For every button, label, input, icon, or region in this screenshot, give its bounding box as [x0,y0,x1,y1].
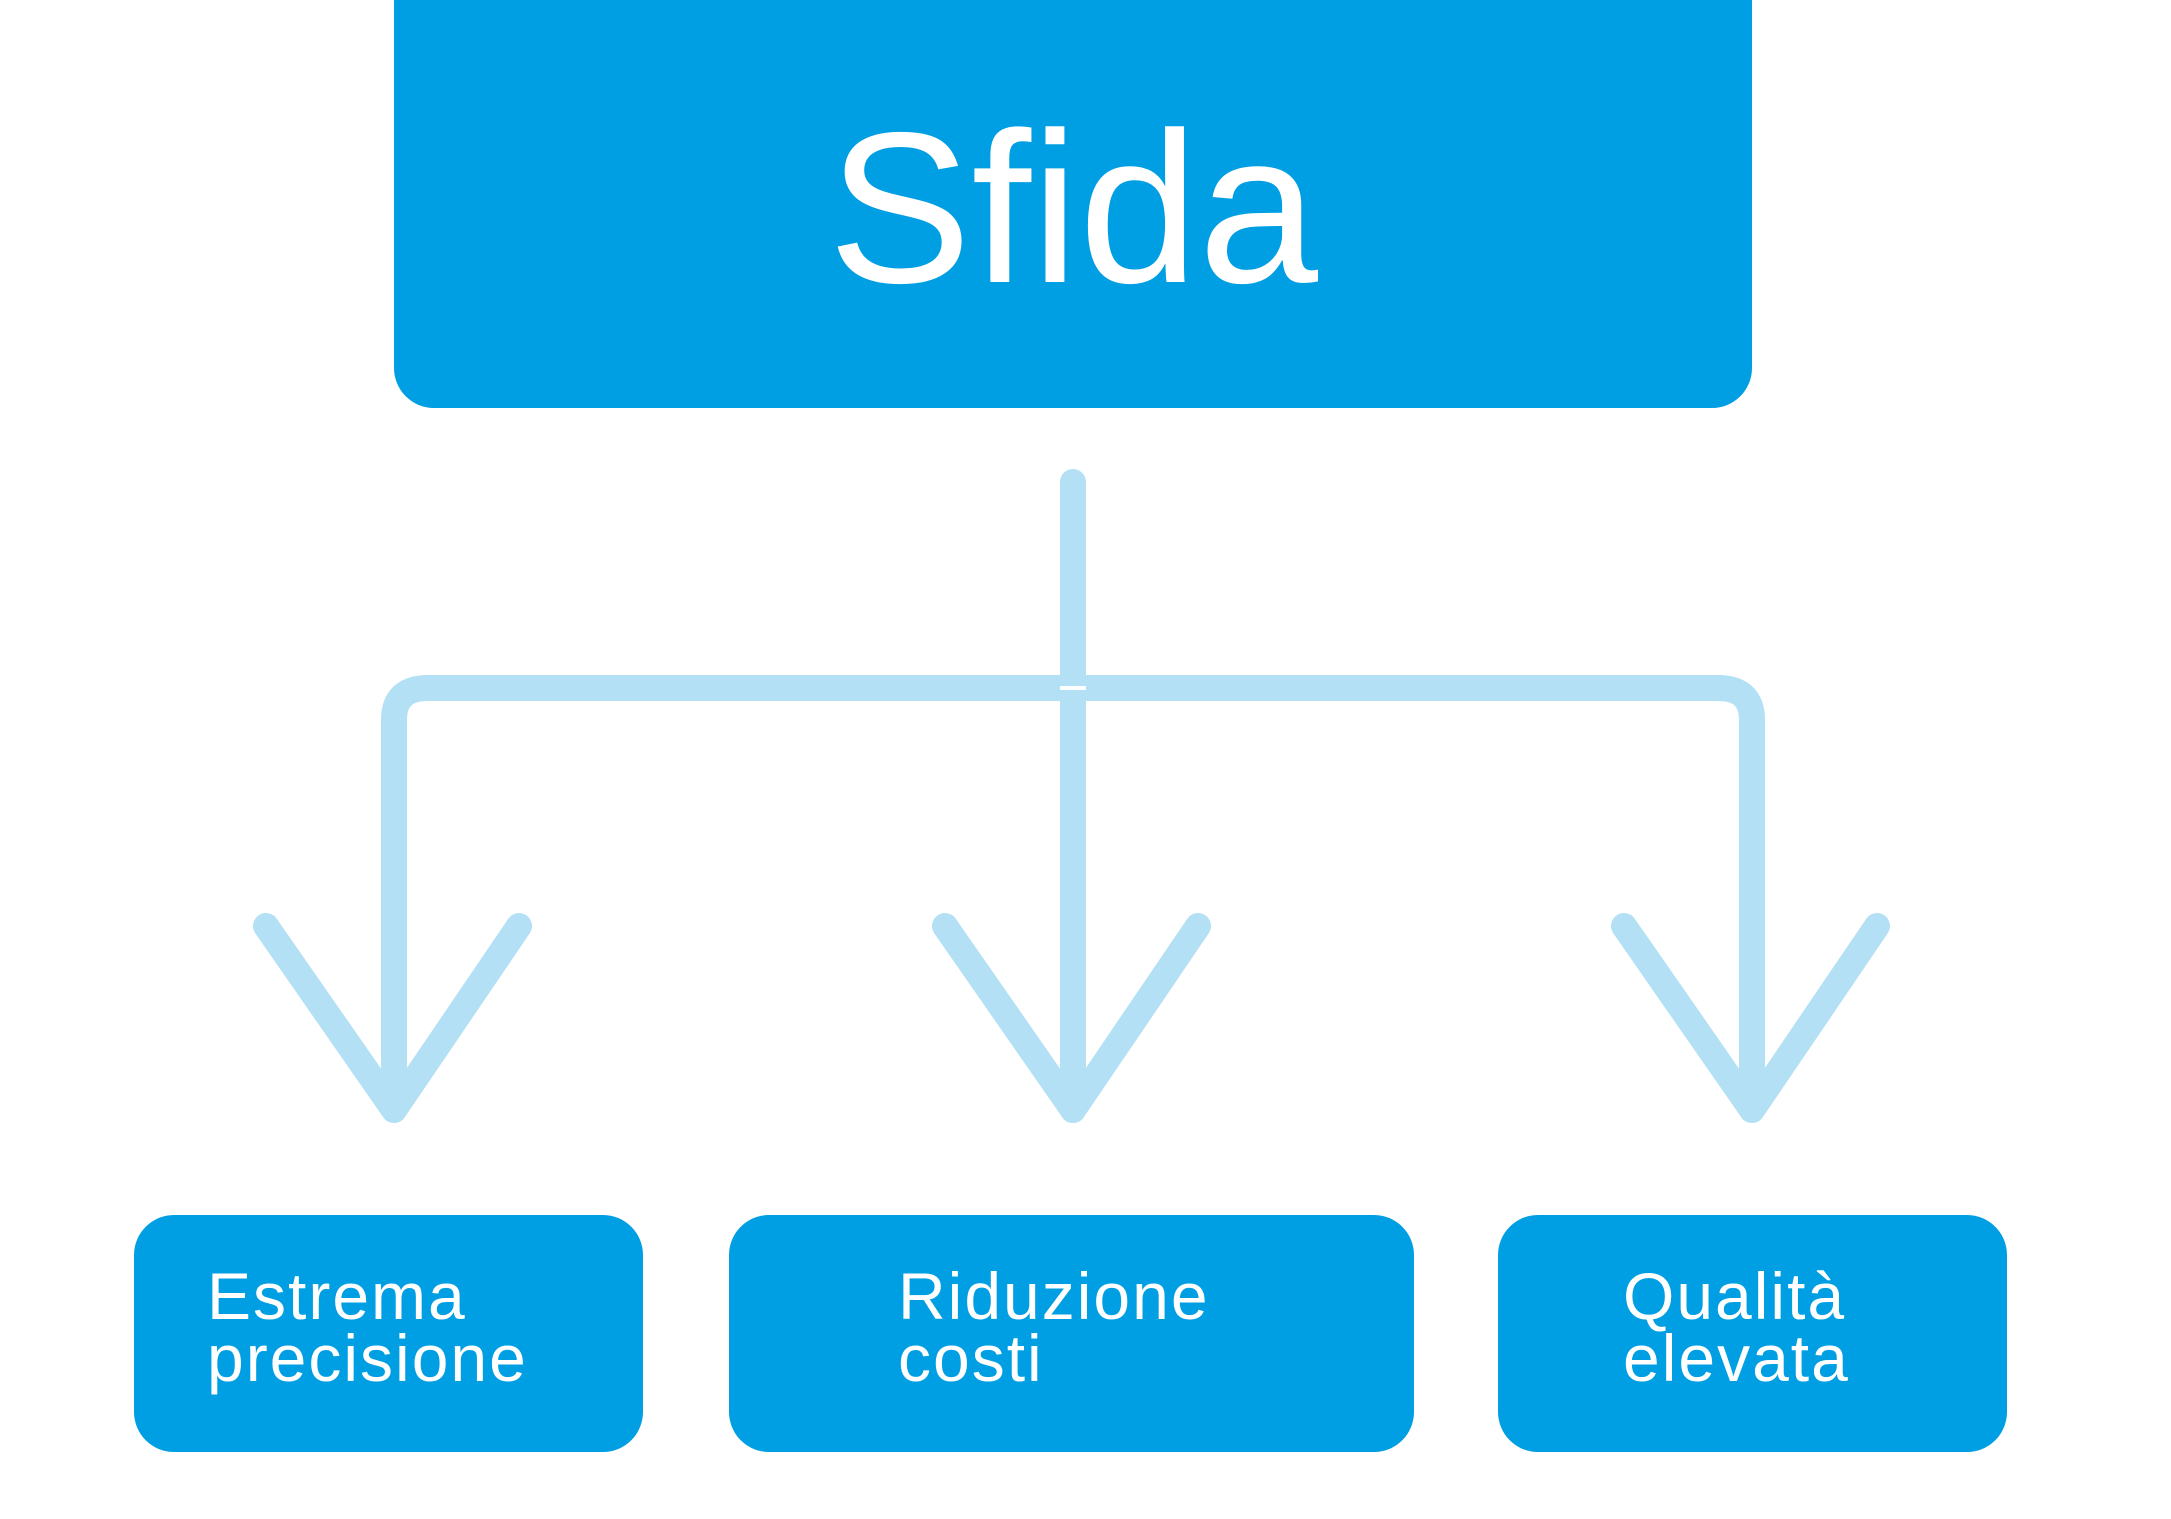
challenge-box: Sfida [394,0,1752,408]
item-label: precisione [207,1321,528,1395]
arrowhead-left [253,913,532,1123]
item-label: Qualità [1623,1259,1847,1333]
item-label: costi [898,1321,1044,1395]
item-label: Riduzione [898,1259,1210,1333]
challenge-title: Sfida [827,87,1319,328]
arrowhead-center [932,913,1211,1123]
item-label: elevata [1623,1321,1850,1395]
arrowhead-right [1611,913,1890,1123]
item-label: Estrema [207,1259,467,1333]
